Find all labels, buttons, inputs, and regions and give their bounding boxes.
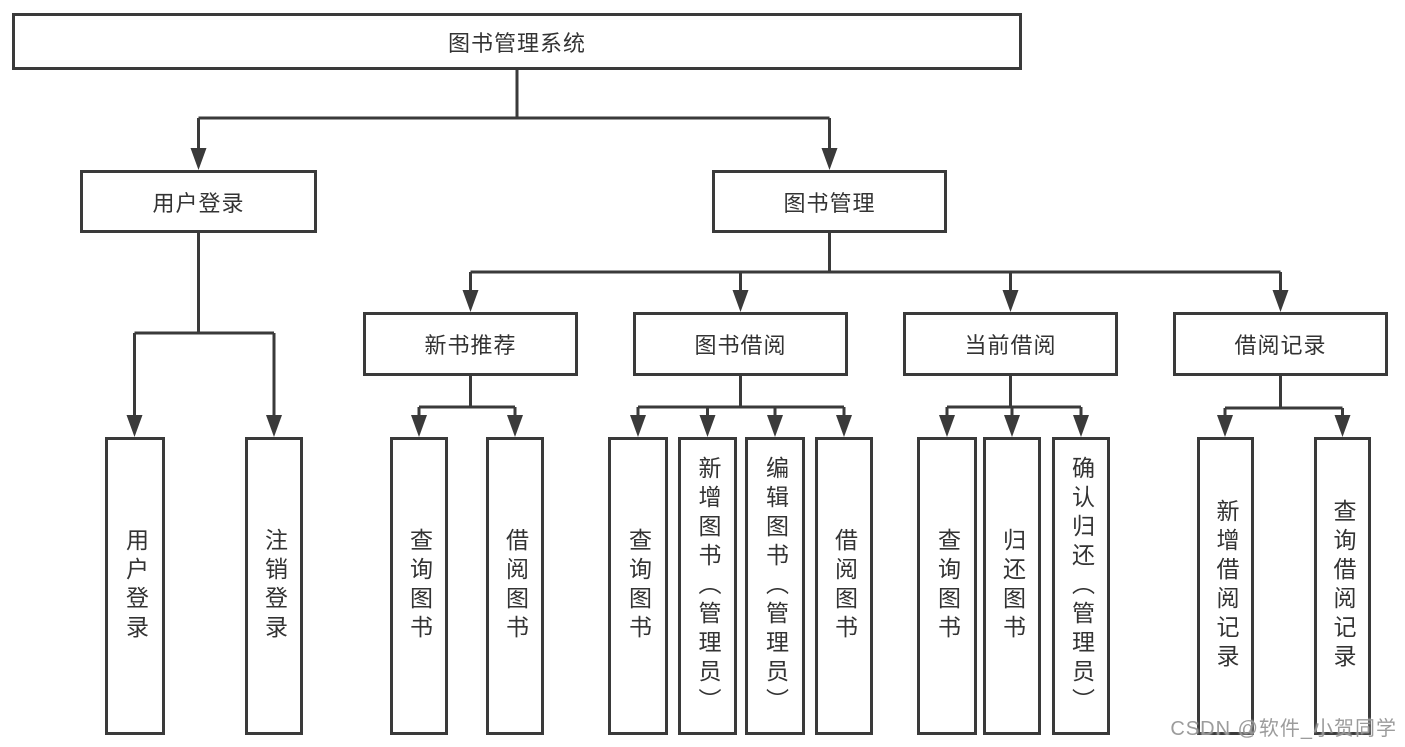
leaf-add-books-admin: 新增图书（管理员） — [678, 437, 737, 735]
node-root-label: 图书管理系统 — [447, 30, 586, 56]
connector-borrow-to-leaves — [636, 376, 846, 431]
node-current-borrow: 当前借阅 — [903, 312, 1118, 376]
leaf-query-books-3: 查询图书 — [917, 437, 977, 735]
node-borrow-records-label: 借阅记录 — [1234, 333, 1327, 358]
node-book-management-label: 图书管理 — [783, 190, 876, 216]
leaf-user-login: 用户登录 — [105, 437, 165, 735]
node-new-book-recommend-label: 新书推荐 — [424, 333, 517, 358]
connector-userlogin-to-leaves — [133, 233, 276, 431]
leaf-return-books: 归还图书 — [983, 437, 1041, 735]
connector-root-to-level2 — [197, 70, 831, 164]
node-book-borrow: 图书借阅 — [633, 312, 848, 376]
node-book-borrow-label: 图书借阅 — [694, 333, 787, 358]
leaf-borrow-books-2: 借阅图书 — [815, 437, 873, 735]
leaf-edit-books-admin: 编辑图书（管理员） — [745, 437, 805, 735]
node-user-login: 用户登录 — [80, 170, 317, 233]
leaf-borrow-books-1: 借阅图书 — [486, 437, 544, 735]
csdn-watermark: CSDN @软件_小贺同学 — [1170, 718, 1397, 740]
leaf-add-borrow-record: 新增借阅记录 — [1197, 437, 1254, 735]
node-new-book-recommend: 新书推荐 — [363, 312, 578, 376]
connector-records-to-leaves — [1223, 376, 1344, 431]
leaf-confirm-return-admin: 确认归还（管理员） — [1052, 437, 1110, 735]
leaf-query-books-2: 查询图书 — [608, 437, 668, 735]
connector-bookmgmt-to-level3 — [469, 233, 1282, 306]
leaf-query-borrow-record: 查询借阅记录 — [1314, 437, 1371, 735]
node-root: 图书管理系统 — [12, 13, 1022, 70]
node-book-management: 图书管理 — [712, 170, 947, 233]
leaf-logout: 注销登录 — [245, 437, 303, 735]
node-current-borrow-label: 当前借阅 — [964, 333, 1057, 358]
node-borrow-records: 借阅记录 — [1173, 312, 1388, 376]
connector-newbook-to-leaves — [417, 376, 517, 431]
node-user-login-label: 用户登录 — [152, 190, 245, 216]
leaf-query-books-1: 查询图书 — [390, 437, 448, 735]
arrowheads — [126, 148, 1351, 437]
